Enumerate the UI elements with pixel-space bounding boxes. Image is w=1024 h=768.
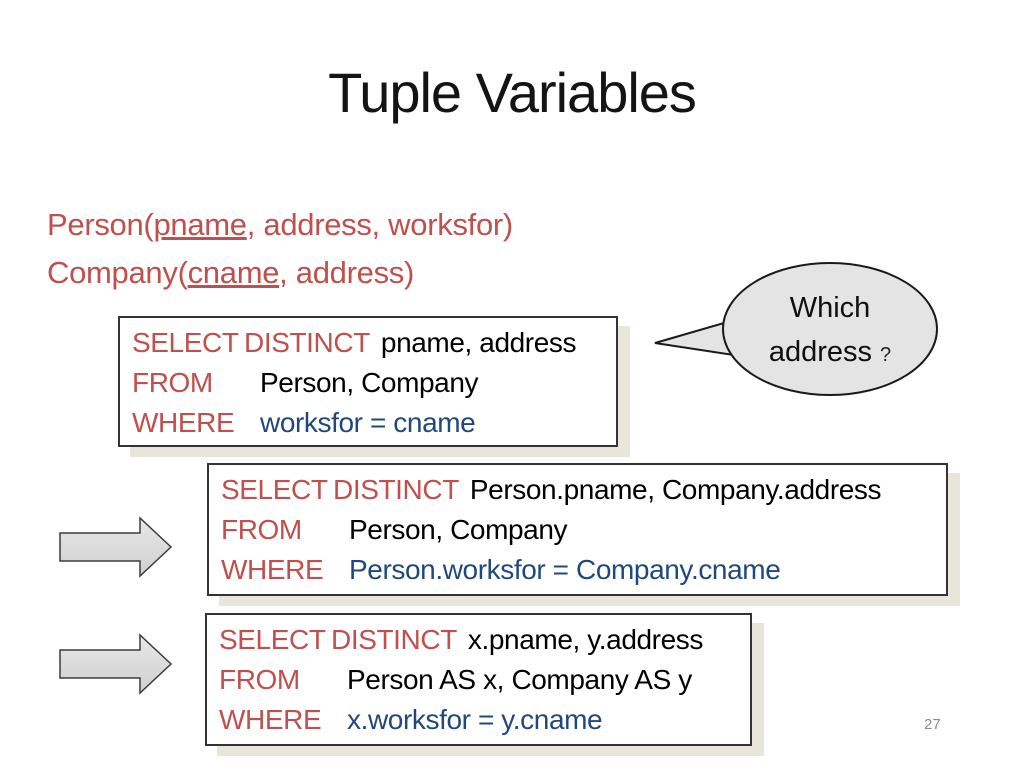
relation-schemas: Person(pname, address, worksfor) Company… [47,201,513,297]
sql-select-args: Person.pname, Company.address [469,474,882,505]
sql-keyword-from: FROM [132,367,213,398]
sql-where-condition: Person.worksfor = Company.cname [349,554,781,585]
sql-keyword-select: SELECT [221,474,328,505]
sql-where-condition: x.worksfor = y.cname [347,704,603,735]
sql-from-args: Person AS x, Company AS y [347,664,692,695]
schema-company-key: cname [187,255,280,290]
sql-keyword-where: WHERE [219,704,322,735]
sql-select-args: pname, address [380,327,577,358]
slide-title: Tuple Variables [328,61,697,124]
schema-line-company: Company(cname, address) [47,249,513,297]
sql-keyword-where: WHERE [132,407,235,438]
speech-bubble-line2: address ? [768,336,892,368]
sql-keyword-where: WHERE [221,554,324,585]
sql-keyword-from: FROM [221,514,302,545]
sql2-where-line: WHERE Person.worksfor = Company.cname [221,550,938,590]
sql3-from-line: FROM Person AS x, Company AS y [219,660,742,700]
sql-keyword-from: FROM [219,664,300,695]
speech-bubble-ellipse [722,262,938,396]
sql-from-args: Person, Company [260,367,479,398]
sql-keyword-distinct: DISTINCT [333,474,459,505]
speech-bubble-shape [654,262,938,396]
sql-from-args: Person, Company [349,514,568,545]
speech-bubble-line1: Which [789,292,871,324]
sql2-from-line: FROM Person, Company [221,510,938,550]
schema-company-suffix: , address) [279,255,414,290]
page-number: 27 [924,716,941,733]
sql-keyword-distinct: DISTINCT [331,624,457,655]
schema-person-suffix: , address, worksfor) [246,207,514,242]
schema-person-key: pname [153,207,247,242]
schema-company-prefix: Company( [47,255,188,290]
schema-person-prefix: Person( [47,207,154,242]
right-arrow-icon [59,633,173,695]
sql-keyword-select: SELECT [219,624,326,655]
right-arrow-icon [59,516,173,578]
sql-where-condition: worksfor = cname [260,407,476,438]
sql-keyword-select: SELECT [132,327,239,358]
speech-bubble-text: Which address ? [740,286,920,377]
sql1-where-line: WHERE worksfor = cname [132,403,608,443]
sql-select-args: x.pname, y.address [467,624,703,655]
sql1-from-line: FROM Person, Company [132,363,608,403]
sql-keyword-distinct: DISTINCT [244,327,370,358]
schema-line-person: Person(pname, address, worksfor) [47,201,513,249]
sql3-where-line: WHERE x.worksfor = y.cname [219,700,742,740]
question-mark: ? [880,344,892,366]
